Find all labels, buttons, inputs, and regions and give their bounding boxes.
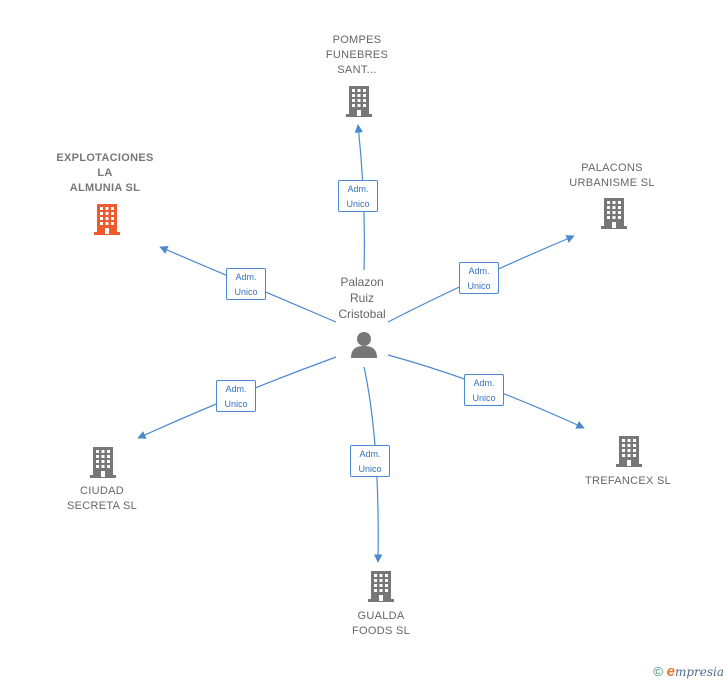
company-label-ciudad[interactable]: CIUDAD SECRETA SL — [66, 485, 138, 512]
company-label-explotaciones[interactable]: EXPLOTACIONES LA ALMUNIA SL — [56, 152, 154, 194]
company-label-palacons[interactable]: PALACONS URBANISME SL — [569, 162, 655, 189]
company-label-gualda[interactable]: GUALDA FOODS SL — [351, 610, 411, 637]
edge-label-pompes: Adm. Unico — [338, 180, 378, 212]
center-person-label: Palazon Ruiz Cristobal — [338, 275, 386, 321]
copyright-icon: © — [653, 664, 663, 679]
edge-label-ciudad: Adm. Unico — [216, 380, 256, 412]
brand-logo-e: e — [666, 663, 675, 680]
edge-label-trefancex: Adm. Unico — [464, 374, 504, 406]
building-icon[interactable] — [345, 84, 373, 118]
building-icon[interactable] — [600, 196, 628, 230]
footer-brand[interactable]: © empresia — [653, 663, 724, 680]
edge-label-explotaciones: Adm. Unico — [226, 268, 266, 300]
building-icon[interactable] — [89, 445, 117, 479]
company-label-pompes[interactable]: POMPES FUNEBRES SANT... — [325, 34, 389, 76]
brand-name: mpresia — [674, 665, 724, 679]
building-icon-highlighted[interactable] — [93, 202, 121, 236]
company-label-trefancex[interactable]: TREFANCEX SL — [584, 475, 672, 487]
building-icon[interactable] — [367, 569, 395, 603]
person-icon[interactable] — [349, 330, 379, 360]
edge-label-gualda: Adm. Unico — [350, 445, 390, 477]
building-icon[interactable] — [615, 434, 643, 468]
edge-label-palacons: Adm. Unico — [459, 262, 499, 294]
